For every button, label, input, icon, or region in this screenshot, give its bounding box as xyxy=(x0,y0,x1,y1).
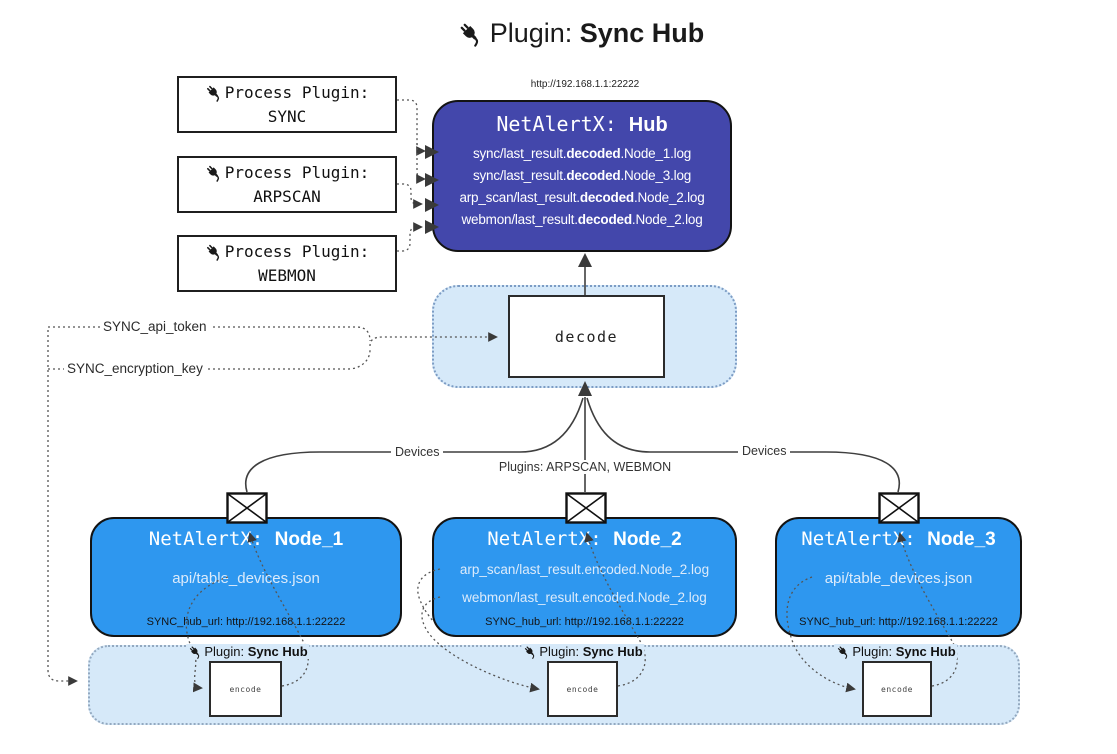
hub-log-line: webmon/last_result.decoded.Node_2.log xyxy=(461,212,703,227)
edge-key-to-encode-band xyxy=(47,330,78,686)
plug-icon xyxy=(188,645,202,659)
encode-box-1: encode xyxy=(209,661,282,717)
decode-box: decode xyxy=(508,295,665,378)
process-plugin-webmon-name: WEBMON xyxy=(258,266,316,285)
plug-icon xyxy=(205,243,223,261)
devices-label-right: Devices xyxy=(738,444,791,458)
edge-sync-to-hub-2 xyxy=(416,143,426,184)
hub-title: NetAlertX: Hub xyxy=(496,112,668,136)
envelope-icon xyxy=(878,492,920,524)
process-plugin-sync-name: SYNC xyxy=(267,107,307,126)
page-title-prefix: Plugin: xyxy=(489,18,580,48)
hub-log-line: sync/last_result.decoded.Node_1.log xyxy=(472,146,692,161)
plug-icon xyxy=(205,84,223,102)
encode-box-3: encode xyxy=(862,661,932,717)
edge-webmon-to-hub xyxy=(397,222,423,252)
node3-file: api/table_devices.json xyxy=(824,570,973,587)
process-plugin-webmon-box: Process Plugin: WEBMON xyxy=(177,235,397,292)
hub-log-line: sync/last_result.decoded.Node_3.log xyxy=(472,168,692,183)
node1-hub-url: SYNC_hub_url: http://192.168.1.1:22222 xyxy=(146,616,346,628)
encode-box-2: encode xyxy=(547,661,618,717)
encode-label-1: Plugin: Sync Hub xyxy=(186,644,310,659)
page-title-bold: Sync Hub xyxy=(579,18,705,48)
encode-label-3: Plugin: Sync Hub xyxy=(834,644,958,659)
edge-arpscan-to-hub xyxy=(397,183,423,209)
process-plugin-arpscan-name: ARPSCAN xyxy=(253,187,321,206)
plug-icon xyxy=(205,164,223,182)
node2-box: NetAlertX: Node_2 arp_scan/last_result.e… xyxy=(432,517,737,637)
sync-api-token-label: SYNC_api_token xyxy=(100,319,210,334)
hub-log-line: arp_scan/last_result.decoded.Node_2.log xyxy=(459,190,705,205)
node1-title: NetAlertX: Node_1 xyxy=(148,528,344,550)
plugins-label-mid: Plugins: ARPSCAN, WEBMON xyxy=(494,460,676,474)
page-title: Plugin: Sync Hub xyxy=(458,18,705,49)
arrowhead-into-hub xyxy=(578,253,592,267)
hub-box: NetAlertX: Hub sync/last_result.decoded.… xyxy=(432,100,732,252)
process-plugin-arpscan-box: Process Plugin: ARPSCAN xyxy=(177,156,397,213)
node2-file: webmon/last_result.encoded.Node_2.log xyxy=(462,590,707,605)
sync-encryption-key-label: SYNC_encryption_key xyxy=(64,361,206,376)
node2-file: arp_scan/last_result.encoded.Node_2.log xyxy=(459,562,710,577)
node2-title: NetAlertX: Node_2 xyxy=(487,528,682,550)
plug-icon xyxy=(523,645,537,659)
plug-icon xyxy=(836,645,850,659)
node3-title: NetAlertX: Node_3 xyxy=(801,528,996,550)
encode-label-2: Plugin: Sync Hub xyxy=(521,644,645,659)
envelope-icon xyxy=(226,492,268,524)
node3-hub-url: SYNC_hub_url: http://192.168.1.1:22222 xyxy=(799,616,998,628)
devices-label-left: Devices xyxy=(391,445,444,459)
plug-icon xyxy=(458,21,484,47)
node3-box: NetAlertX: Node_3 api/table_devices.json… xyxy=(775,517,1022,637)
edge-sync-to-hub-1 xyxy=(397,99,426,156)
node2-hub-url: SYNC_hub_url: http://192.168.1.1:22222 xyxy=(485,616,684,628)
node1-box: NetAlertX: Node_1 api/table_devices.json… xyxy=(90,517,402,637)
hub-url-label: http://192.168.1.1:22222 xyxy=(530,79,640,90)
node1-file: api/table_devices.json xyxy=(172,570,320,587)
process-plugin-sync-box: Process Plugin: SYNC xyxy=(177,76,397,133)
envelope-icon xyxy=(565,492,607,524)
